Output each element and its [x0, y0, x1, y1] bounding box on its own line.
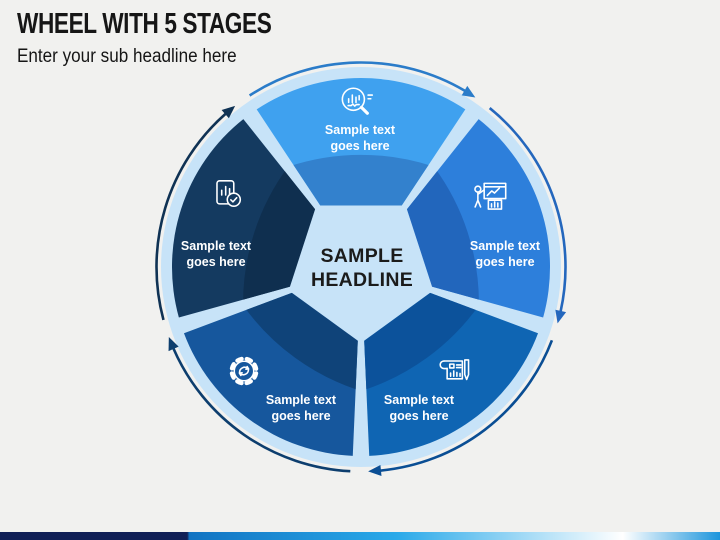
outer-arrowhead-left	[221, 105, 236, 119]
outer-arrowhead-right	[555, 309, 567, 324]
wheel-segment-inner-shade-left	[243, 166, 317, 306]
segment-label-left: Sample text goes here	[180, 239, 252, 269]
outer-arrow-arc-right	[488, 107, 567, 312]
gear-sync-icon	[223, 350, 265, 392]
wheel-segment-inner-shade-top	[288, 154, 434, 206]
center-headline: SAMPLE HEADLINE	[310, 245, 414, 291]
wheel-segment-inner-shade-bottom-right	[361, 290, 479, 391]
report-check-icon	[207, 175, 249, 217]
outer-arrowhead-bottom-right	[368, 465, 382, 476]
outer-arrow-arc-bottom-right	[380, 339, 554, 472]
magnifier-analytics-icon	[335, 83, 377, 125]
segment-label-bottom-right: Sample text goes here	[383, 393, 455, 423]
outer-arrowhead-bottom-left	[168, 336, 179, 352]
wheel-segment-inner-shade-bottom-left	[243, 290, 361, 391]
wheel-segment-inner-shade-right	[405, 166, 479, 306]
outer-arrow-arc-left	[155, 112, 227, 321]
wheel-center-star	[288, 205, 434, 343]
segment-label-right: Sample text goes here	[469, 239, 541, 269]
slide-subtitle: Enter your sub headline here	[17, 46, 237, 67]
segment-label-bottom-left: Sample text goes here	[265, 393, 337, 423]
presentation-chart-icon	[470, 176, 512, 218]
outer-arrow-arc-top	[248, 61, 466, 97]
segment-label-top: Sample text goes here	[324, 123, 396, 153]
footer-accent-bar	[0, 532, 720, 540]
check-circle-bg	[226, 192, 242, 207]
slide-title: WHEEL WITH 5 STAGES	[17, 8, 272, 40]
outer-arrow-arc-bottom-left	[172, 348, 351, 473]
blueprint-pencil-icon	[434, 351, 476, 393]
outer-arrowhead-top	[461, 85, 476, 98]
